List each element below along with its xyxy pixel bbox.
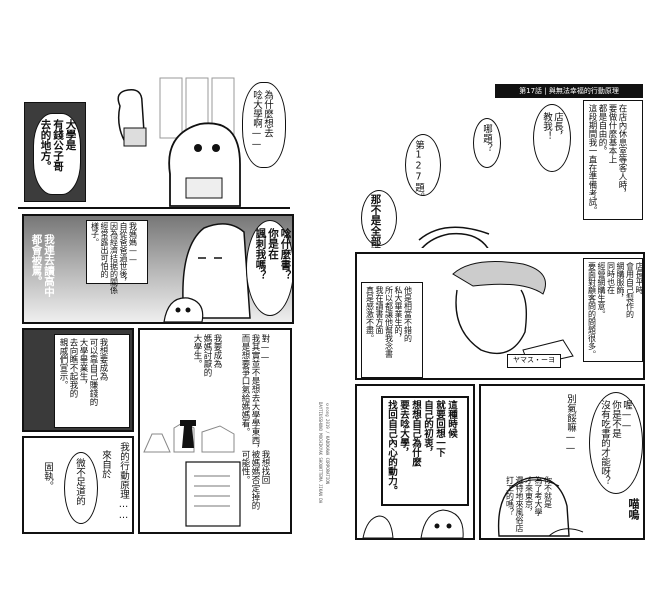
right-panel-1: 在店內休息室等客人時， 要做什麼基本上 都是自由的。 這段期間我一直在準備考試。…: [355, 100, 645, 248]
right-panel-2: 店長平時 會用自己製作的 網購服飾， 同時也在 經營網購生意。 要面對顧客問的問…: [355, 252, 645, 380]
left-panel-3-book-art: [185, 461, 241, 527]
right-panel-3-speech-bubble: [589, 392, 643, 494]
chapter-number: 第17話: [519, 87, 543, 95]
left-panel-2-bottom: 我連去讀高中 都會被罵。: [30, 234, 56, 297]
left-panel-3-left: 我想要成為 可以靠自己賺錢的 大學畢業生， 去向瞧不起我的 親戚們宣示。: [22, 328, 134, 432]
right-panel-3-box-text: 這種時候 就要回想一下 自己的初衷， 想想自己為什麼 要去唸大學， 找回自己內心…: [386, 400, 457, 495]
left-panel-2-speech: 唸什麼書？ 你是在 諷刺我嗎？: [254, 228, 292, 281]
right-page: 第17話 | 與無法幸福的行動原理 在店內休息室等客人時， 要做什麼基本上 都是…: [355, 64, 645, 542]
left-panel-2-caption: 我媽媽—— 自從爸爸過世後， 因為經濟拮据的關係 經常露出可怕的 樣子。: [90, 222, 138, 294]
left-panel-2: 我連去讀高中 都會被罵。 我媽媽—— 自從爸爸過世後， 因為經濟拮据的關係 經常…: [22, 214, 294, 324]
left-page: 大學是 有錢公子哥 去的地方。 為什麼想去 唸大學啊—— 我連去讀高中 都會被罵…: [8, 64, 298, 542]
right-panel-1-q1: 店長， 教我！: [541, 112, 563, 141]
chapter-title: 與無法幸福的行動原理: [548, 87, 619, 95]
right-panel-1-q2-bubble: [473, 118, 501, 168]
left-panel-2-speech-bubble: [246, 220, 292, 316]
gutter-credit-2: ©nong 2019 / KADOKAWA CORPORATION: [325, 402, 330, 485]
left-panel-2-art: [163, 223, 251, 322]
left-panel-1-caption-bubble: [33, 113, 81, 195]
gutter-credit-1: DAYTIUSSHUNO MOCHIKYAK SHOUKTTEMA JIKAN …: [318, 402, 323, 504]
right-panel-1-q2: 哪題？: [481, 124, 492, 153]
left-panel-1-speech-bubble: [242, 82, 286, 168]
left-panel-1-dark-inset: 大學是 有錢公子哥 去的地方。: [24, 102, 86, 202]
left-panel-4-bubble: [64, 452, 98, 524]
right-panel-3-speech: 喔—— 你是不是 沒有吃書的才能呀？: [599, 400, 632, 486]
right-panel-1-q4-bubble: [361, 190, 397, 246]
right-panel-1-caption-box: [583, 100, 643, 220]
left-panel-4-d: 固執。: [42, 462, 53, 491]
left-panel-4: 我的行動原理…… 來自於 微不足道的 固執。: [22, 436, 134, 534]
right-panel-3-box: [381, 396, 469, 506]
right-panel-1-q3: 第127題。: [413, 140, 424, 202]
chapter-badge: 第17話 | 與無法幸福的行動原理: [495, 84, 643, 98]
left-panel-4-c: 微不足道的: [74, 458, 85, 506]
right-panel-3-left: 這種時候 就要回想一下 自己的初衷， 想想自己為什麼 要去唸大學， 找回自己內心…: [355, 384, 475, 540]
left-panel-3-caption-box: [54, 334, 130, 428]
right-panel-2-label-box: [507, 354, 561, 368]
right-panel-1-q4: 那不是全部嗎？: [369, 194, 382, 248]
left-panel-3-graduate-art: [143, 420, 235, 453]
right-panel-2-caption-b-box: [361, 282, 423, 378]
left-panel-3-right-caption-a: 對—— 我其實並不是想去大學學東西， 而是想要爭口氣給媽媽看。: [240, 334, 270, 453]
right-panel-3-bottom: 你不就是 為了考大學 才來東京， 還特地來風俗店 打工的嗎？: [505, 476, 553, 532]
right-panel-1-q3-bubble: [405, 134, 441, 196]
right-panel-3-right: 別氣餒嘛—— 喔—— 你是不是 沒有吃書的才能呀？ 你不就是 為了考大學 才來東…: [479, 384, 645, 540]
right-panel-1-q1-bubble: [533, 104, 571, 172]
left-panel-3-right-caption-b: 我要成為 媽媽討厭的 大學生。: [192, 334, 222, 377]
right-panel-2-caption-box: [583, 258, 643, 362]
left-panel-4-b: 來自於: [100, 450, 111, 479]
right-panel-1-caption: 在店內休息室等客人時， 要做什麼基本上 都是自由的。 這段期間我一直在準備考試。: [587, 104, 627, 215]
left-panel-3-left-caption: 我想要成為 可以靠自己賺錢的 大學畢業生， 去向瞧不起我的 親戚們宣示。: [58, 338, 108, 406]
left-panel-1-art: [117, 77, 241, 207]
right-panel-3-left-art: [362, 509, 464, 538]
right-panel-2-caption: 店長平時 會用自己製作的 網購服飾， 同時也在 經營網購生意。 要面對顧客問的問…: [587, 262, 644, 358]
right-panel-2-label: ヤマス・ーヨ: [513, 356, 555, 364]
left-panel-3-right-caption-e: 我想找回 被媽媽否定掉的 可能性。: [240, 450, 270, 510]
left-panel-1-speech: 為什麼想去 唸大學啊——: [251, 90, 273, 150]
right-panel-3-sfx: 喵嗚: [627, 498, 640, 520]
left-panel-1-caption: 大學是 有錢公子哥 去的地方。: [39, 119, 77, 172]
left-panel-4-a: 我的行動原理……: [118, 442, 129, 521]
left-panel-1: 大學是 有錢公子哥 去的地方。 為什麼想去 唸大學啊——: [18, 64, 290, 209]
left-panel-2-caption-box: [86, 220, 148, 284]
right-panel-1-art: [418, 226, 490, 248]
right-panel-3-art: [497, 476, 584, 537]
right-panel-2-caption-b: 他是相當不錯的 私大畢業生的， 所以都讓他幫我念書 我在讀書方面 真是感激不盡。: [365, 286, 413, 358]
right-panel-3-caption: 別氣餒嘛——: [565, 394, 576, 454]
left-panel-3-right: 對—— 我其實並不是想去大學學東西， 而是想要爭口氣給媽媽看。 我要成為 媽媽討…: [138, 328, 292, 534]
